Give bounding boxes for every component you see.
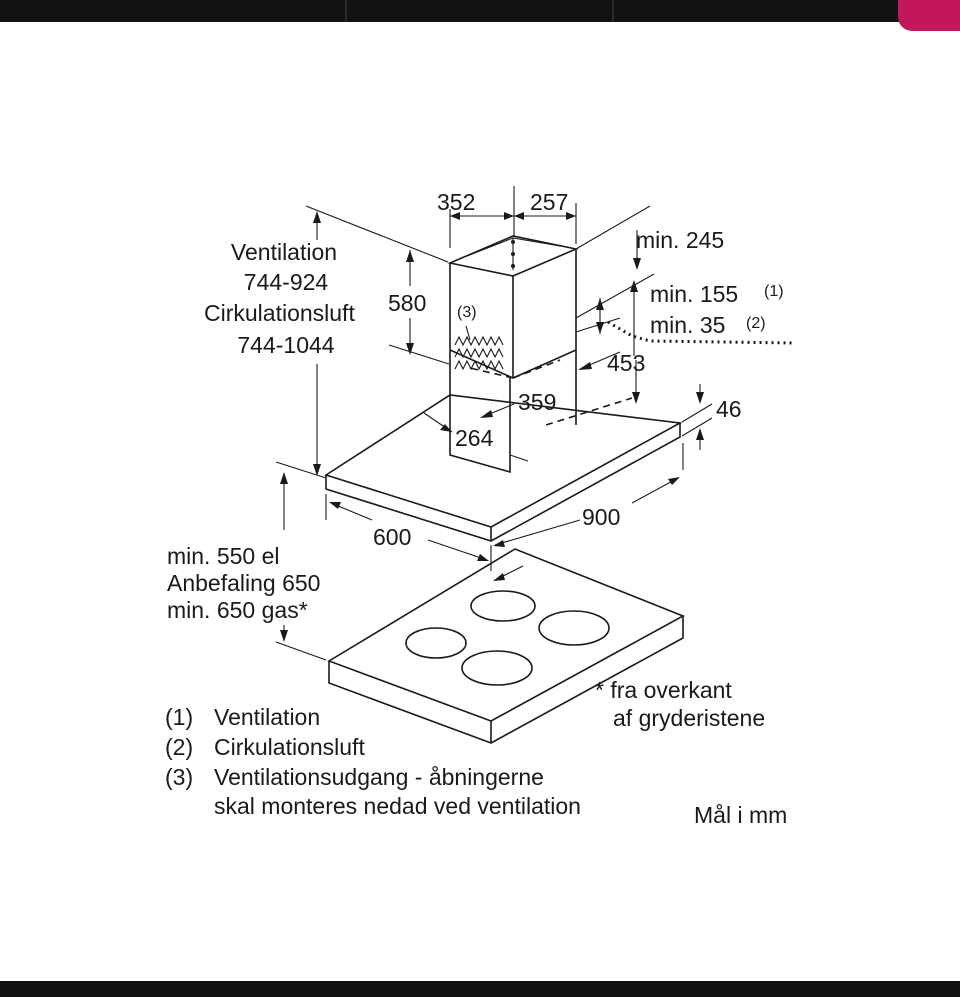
chimney <box>447 235 633 474</box>
hood-top-face <box>324 394 683 528</box>
dimension-labels: 352 257 580 min. 245 min. 155 (1) min. 3… <box>167 189 784 731</box>
bottom-bar <box>0 981 960 997</box>
hood-thickness-label: 46 <box>716 396 742 422</box>
min-ventilation-label: min. 155 <box>650 281 738 307</box>
top-bar-divider <box>612 0 614 22</box>
hood-canopy <box>324 394 683 542</box>
footnote-line-1: * fra overkant <box>595 677 732 703</box>
note-1-marker: (1) <box>764 283 784 300</box>
legend-num-2: (2) <box>165 734 193 760</box>
clearance-line-3: min. 650 gas* <box>167 597 308 623</box>
clearance-line-2: Anbefaling 650 <box>167 570 320 596</box>
chimney-width-label: 257 <box>530 189 568 215</box>
burner-left <box>405 627 467 659</box>
ventilation-label: Ventilation <box>231 239 337 265</box>
legend-text-3: Ventilationsudgang - åbningerne <box>214 764 544 790</box>
ventilation-range: 744-924 <box>244 269 329 295</box>
outlet-note-marker: (3) <box>457 304 477 321</box>
footnote-line-2: af gryderistene <box>613 705 765 731</box>
offset-359-label: 359 <box>518 389 556 415</box>
top-bar-divider <box>345 0 347 22</box>
chimney-height-label: 580 <box>388 290 426 316</box>
vent-openings <box>454 325 504 371</box>
offset-453-label: 453 <box>607 350 645 376</box>
legend-text-1: Ventilation <box>214 704 320 730</box>
units-label: Mål i mm <box>694 802 787 828</box>
hood-width-label: 900 <box>582 504 620 530</box>
chimney-depth-label: 352 <box>437 189 475 215</box>
circulation-range: 744-1044 <box>237 332 334 358</box>
legend-num-1: (1) <box>165 704 193 730</box>
top-right-accent-tab[interactable] <box>898 0 960 31</box>
min-circulation-label: min. 35 <box>650 312 725 338</box>
cooktop <box>327 548 685 744</box>
hood-depth-label: 600 <box>373 524 411 550</box>
dimension-lines <box>275 186 796 661</box>
legend: (1) Ventilation (2) Cirkulationsluft (3)… <box>165 704 581 819</box>
min-top-label: min. 245 <box>636 227 724 253</box>
legend-text-2: Cirkulationsluft <box>214 734 365 760</box>
offset-264-label: 264 <box>455 425 494 451</box>
burner-front <box>461 650 533 686</box>
top-status-bar <box>0 0 960 31</box>
burner-back <box>470 590 536 622</box>
legend-text-4: skal monteres nedad ved ventilation <box>214 793 581 819</box>
note-2-marker: (2) <box>746 315 766 332</box>
burner-right <box>538 610 610 646</box>
legend-num-3: (3) <box>165 764 193 790</box>
clearance-line-1: min. 550 el <box>167 543 280 569</box>
circulation-label: Cirkulationsluft <box>204 300 355 326</box>
